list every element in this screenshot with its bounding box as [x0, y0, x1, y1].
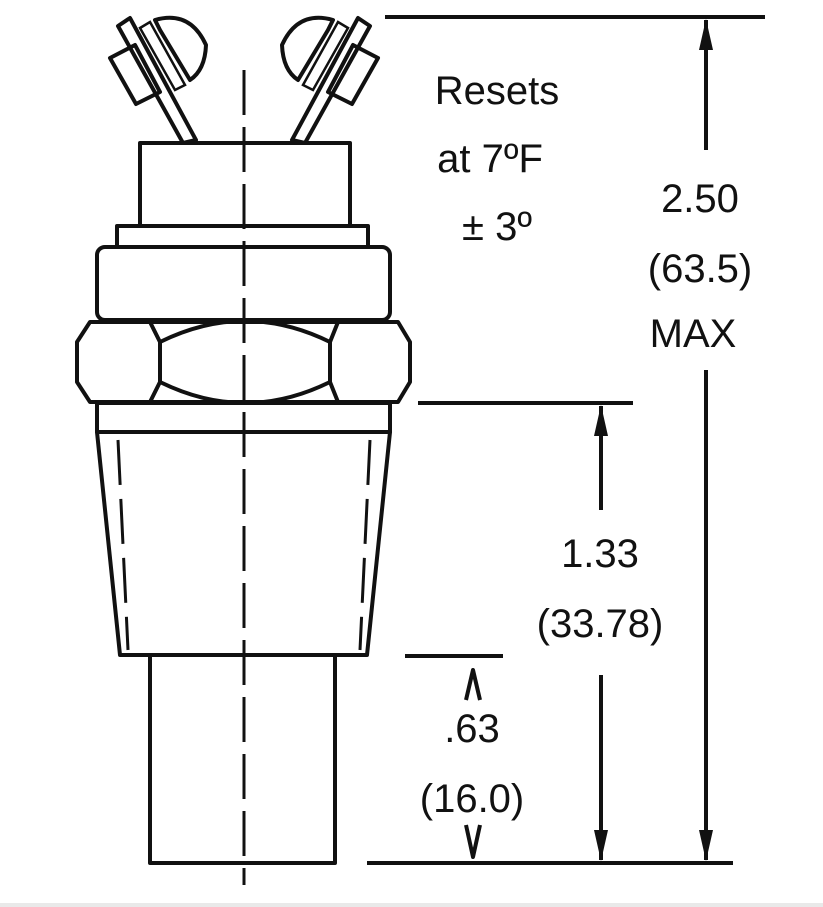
dim-overall-qualifier: MAX: [650, 312, 737, 356]
dim-overall-arrows: [699, 19, 713, 861]
dim-overall-value: 2.50: [661, 177, 739, 221]
dim-stem-arrows: [464, 668, 482, 859]
left-terminal: [108, 15, 208, 145]
note-line1: Resets: [435, 69, 560, 113]
dim-stem-value: .63: [444, 707, 500, 751]
dim-stem-metric: (16.0): [420, 777, 525, 821]
threaded-body: [95, 430, 392, 657]
note-line2: at 7ºF: [437, 137, 543, 181]
dim-thread-metric: (33.78): [537, 602, 664, 646]
dim-overall-metric: (63.5): [648, 247, 753, 291]
thread-line-left: [116, 439, 130, 651]
thread-line-right: [358, 439, 372, 651]
dim-thread-arrows: [594, 405, 608, 861]
bottom-border: [0, 903, 823, 907]
note-line3: ± 3º: [462, 205, 532, 249]
stem: [148, 655, 337, 865]
dim-thread-value: 1.33: [561, 532, 639, 576]
right-terminal: [280, 15, 380, 145]
